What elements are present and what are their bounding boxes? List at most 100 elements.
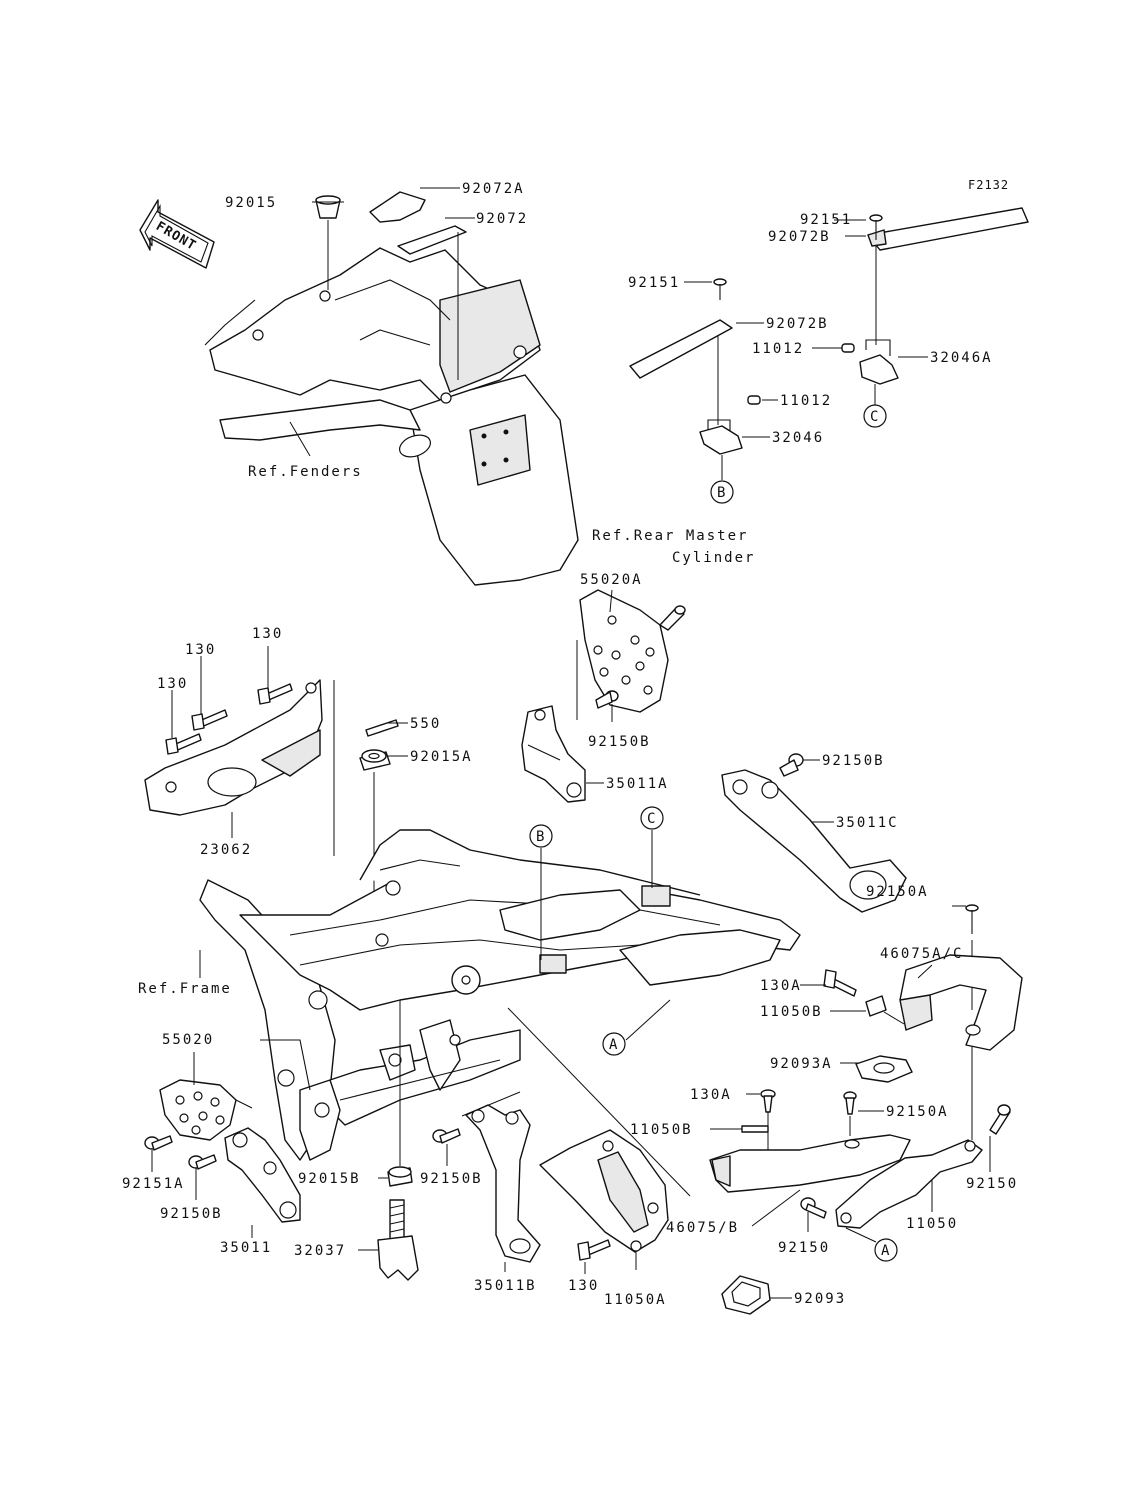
part-92072A-clamp xyxy=(369,191,426,223)
part-92150B-right-bolt xyxy=(779,753,804,777)
label-92151-mid: 92151 xyxy=(628,275,680,291)
part-bolt-55020A xyxy=(659,605,686,631)
label-92150-bot: 92150 xyxy=(778,1240,830,1256)
part-92151A-bolt xyxy=(144,1135,173,1151)
part-130-bottom-bolt xyxy=(577,1239,611,1261)
part-92093-grommet xyxy=(721,1275,771,1315)
label-92151-top: 92151 xyxy=(800,212,852,228)
rear-fender-assembly xyxy=(204,247,579,586)
marker-c-top xyxy=(863,404,887,428)
front-arrow: FRONT xyxy=(139,199,215,269)
label-35011B: 35011B xyxy=(474,1278,537,1294)
label-35011C: 35011C xyxy=(836,815,899,831)
part-92150-right-bolt xyxy=(989,1104,1011,1135)
label-92072A: 92072A xyxy=(462,181,525,197)
part-130A-top-bolt xyxy=(823,969,857,997)
label-55020A: 55020A xyxy=(580,572,643,588)
label-11050B-top: 11050B xyxy=(760,1004,823,1020)
marker-a-frame xyxy=(602,1032,626,1056)
label-92072B-top: 92072B xyxy=(768,229,831,245)
part-23062-bracket xyxy=(144,679,323,816)
ref-rear-master-2: Cylinder xyxy=(672,550,755,566)
part-130-bolt-b xyxy=(191,709,228,731)
label-130-b: 130 xyxy=(185,642,216,658)
part-92072-band xyxy=(397,225,467,255)
label-11050A: 11050A xyxy=(604,1292,667,1308)
part-92150B-bc-bolt xyxy=(432,1128,461,1144)
part-55020-footrest-plate xyxy=(159,1079,237,1141)
label-92150A-top: 92150A xyxy=(866,884,929,900)
label-130-a: 130 xyxy=(252,626,283,642)
part-92151-screw-top xyxy=(869,214,883,240)
part-32046-holder xyxy=(699,419,743,455)
label-92015B: 92015B xyxy=(298,1171,361,1187)
part-55020A-footrest-plate xyxy=(579,589,669,713)
label-11012-mid: 11012 xyxy=(780,393,832,409)
part-130A-bot-bolt xyxy=(760,1089,776,1113)
ref-frame: Ref.Frame xyxy=(138,981,232,997)
part-35011C-bracket xyxy=(721,769,907,913)
part-46075AC-guard xyxy=(899,954,1023,1051)
label-92150B-bc: 92150B xyxy=(420,1171,483,1187)
marker-c-frame-label: C xyxy=(647,811,655,827)
label-46075B: 46075/B xyxy=(666,1220,739,1236)
part-11050B-top-clip xyxy=(865,995,887,1017)
label-550: 550 xyxy=(410,716,441,732)
main-frame xyxy=(199,829,801,1161)
ref-fenders: Ref.Fenders xyxy=(248,464,363,480)
label-32037: 32037 xyxy=(294,1243,346,1259)
label-32046A: 32046A xyxy=(930,350,993,366)
part-92151-screw-mid xyxy=(713,278,727,300)
part-92072B-strap-top xyxy=(867,207,1029,251)
part-35011-bracket xyxy=(224,1127,301,1223)
part-92015-collar xyxy=(315,195,341,219)
part-92150-bot-bolt xyxy=(800,1197,827,1219)
label-92150B-right: 92150B xyxy=(822,753,885,769)
part-11012-mid xyxy=(747,395,761,405)
part-11012-top xyxy=(841,343,855,353)
label-35011: 35011 xyxy=(220,1240,272,1256)
label-92093A: 92093A xyxy=(770,1056,833,1072)
part-92072B-strap-mid xyxy=(629,319,733,379)
label-92150B-bl: 92150B xyxy=(160,1206,223,1222)
label-92015A: 92015A xyxy=(410,749,473,765)
part-46075B-guard xyxy=(709,1134,911,1193)
label-130A-top: 130A xyxy=(760,978,802,994)
marker-c-top-label: C xyxy=(870,409,878,425)
part-11050B-bot-pin xyxy=(741,1125,769,1133)
label-92151A: 92151A xyxy=(122,1176,185,1192)
part-92150A-bot-bolt xyxy=(843,1091,857,1115)
part-32046A-holder xyxy=(859,339,899,385)
marker-b-frame xyxy=(529,824,553,848)
label-32046: 32046 xyxy=(772,430,824,446)
diagram-code: F2132 xyxy=(968,178,1009,192)
part-92150A-top-bolt xyxy=(965,904,979,934)
part-130-bolt-a xyxy=(257,683,293,705)
label-11012-top: 11012 xyxy=(752,341,804,357)
label-35011A: 35011A xyxy=(606,776,669,792)
ref-rear-master-1: Ref.Rear Master xyxy=(592,528,748,544)
label-11050: 11050 xyxy=(906,1216,958,1232)
part-92093A-grommet xyxy=(855,1055,913,1083)
marker-a-bottom-label: A xyxy=(881,1243,890,1259)
marker-a-frame-label: A xyxy=(609,1037,618,1053)
marker-b-top xyxy=(710,480,734,504)
label-92072B-mid: 92072B xyxy=(766,316,829,332)
label-92072: 92072 xyxy=(476,211,528,227)
label-92150A-bot: 92150A xyxy=(886,1104,949,1120)
label-46075AC: 46075A/C xyxy=(880,946,963,962)
part-130-bolt-c xyxy=(165,733,202,755)
part-92015A-nut xyxy=(359,749,391,771)
label-55020: 55020 xyxy=(162,1032,214,1048)
marker-b-frame-label: B xyxy=(536,829,544,845)
label-23062: 23062 xyxy=(200,842,252,858)
part-11050-bracket xyxy=(835,1139,983,1229)
label-130A-bot: 130A xyxy=(690,1087,732,1103)
label-92150-right: 92150 xyxy=(966,1176,1018,1192)
marker-c-frame xyxy=(640,806,664,830)
label-130-bottom: 130 xyxy=(568,1278,599,1294)
label-92150B-mid: 92150B xyxy=(588,734,651,750)
part-92150B-mid-bolt xyxy=(595,690,619,709)
part-92150B-bl-bolt xyxy=(188,1154,217,1170)
